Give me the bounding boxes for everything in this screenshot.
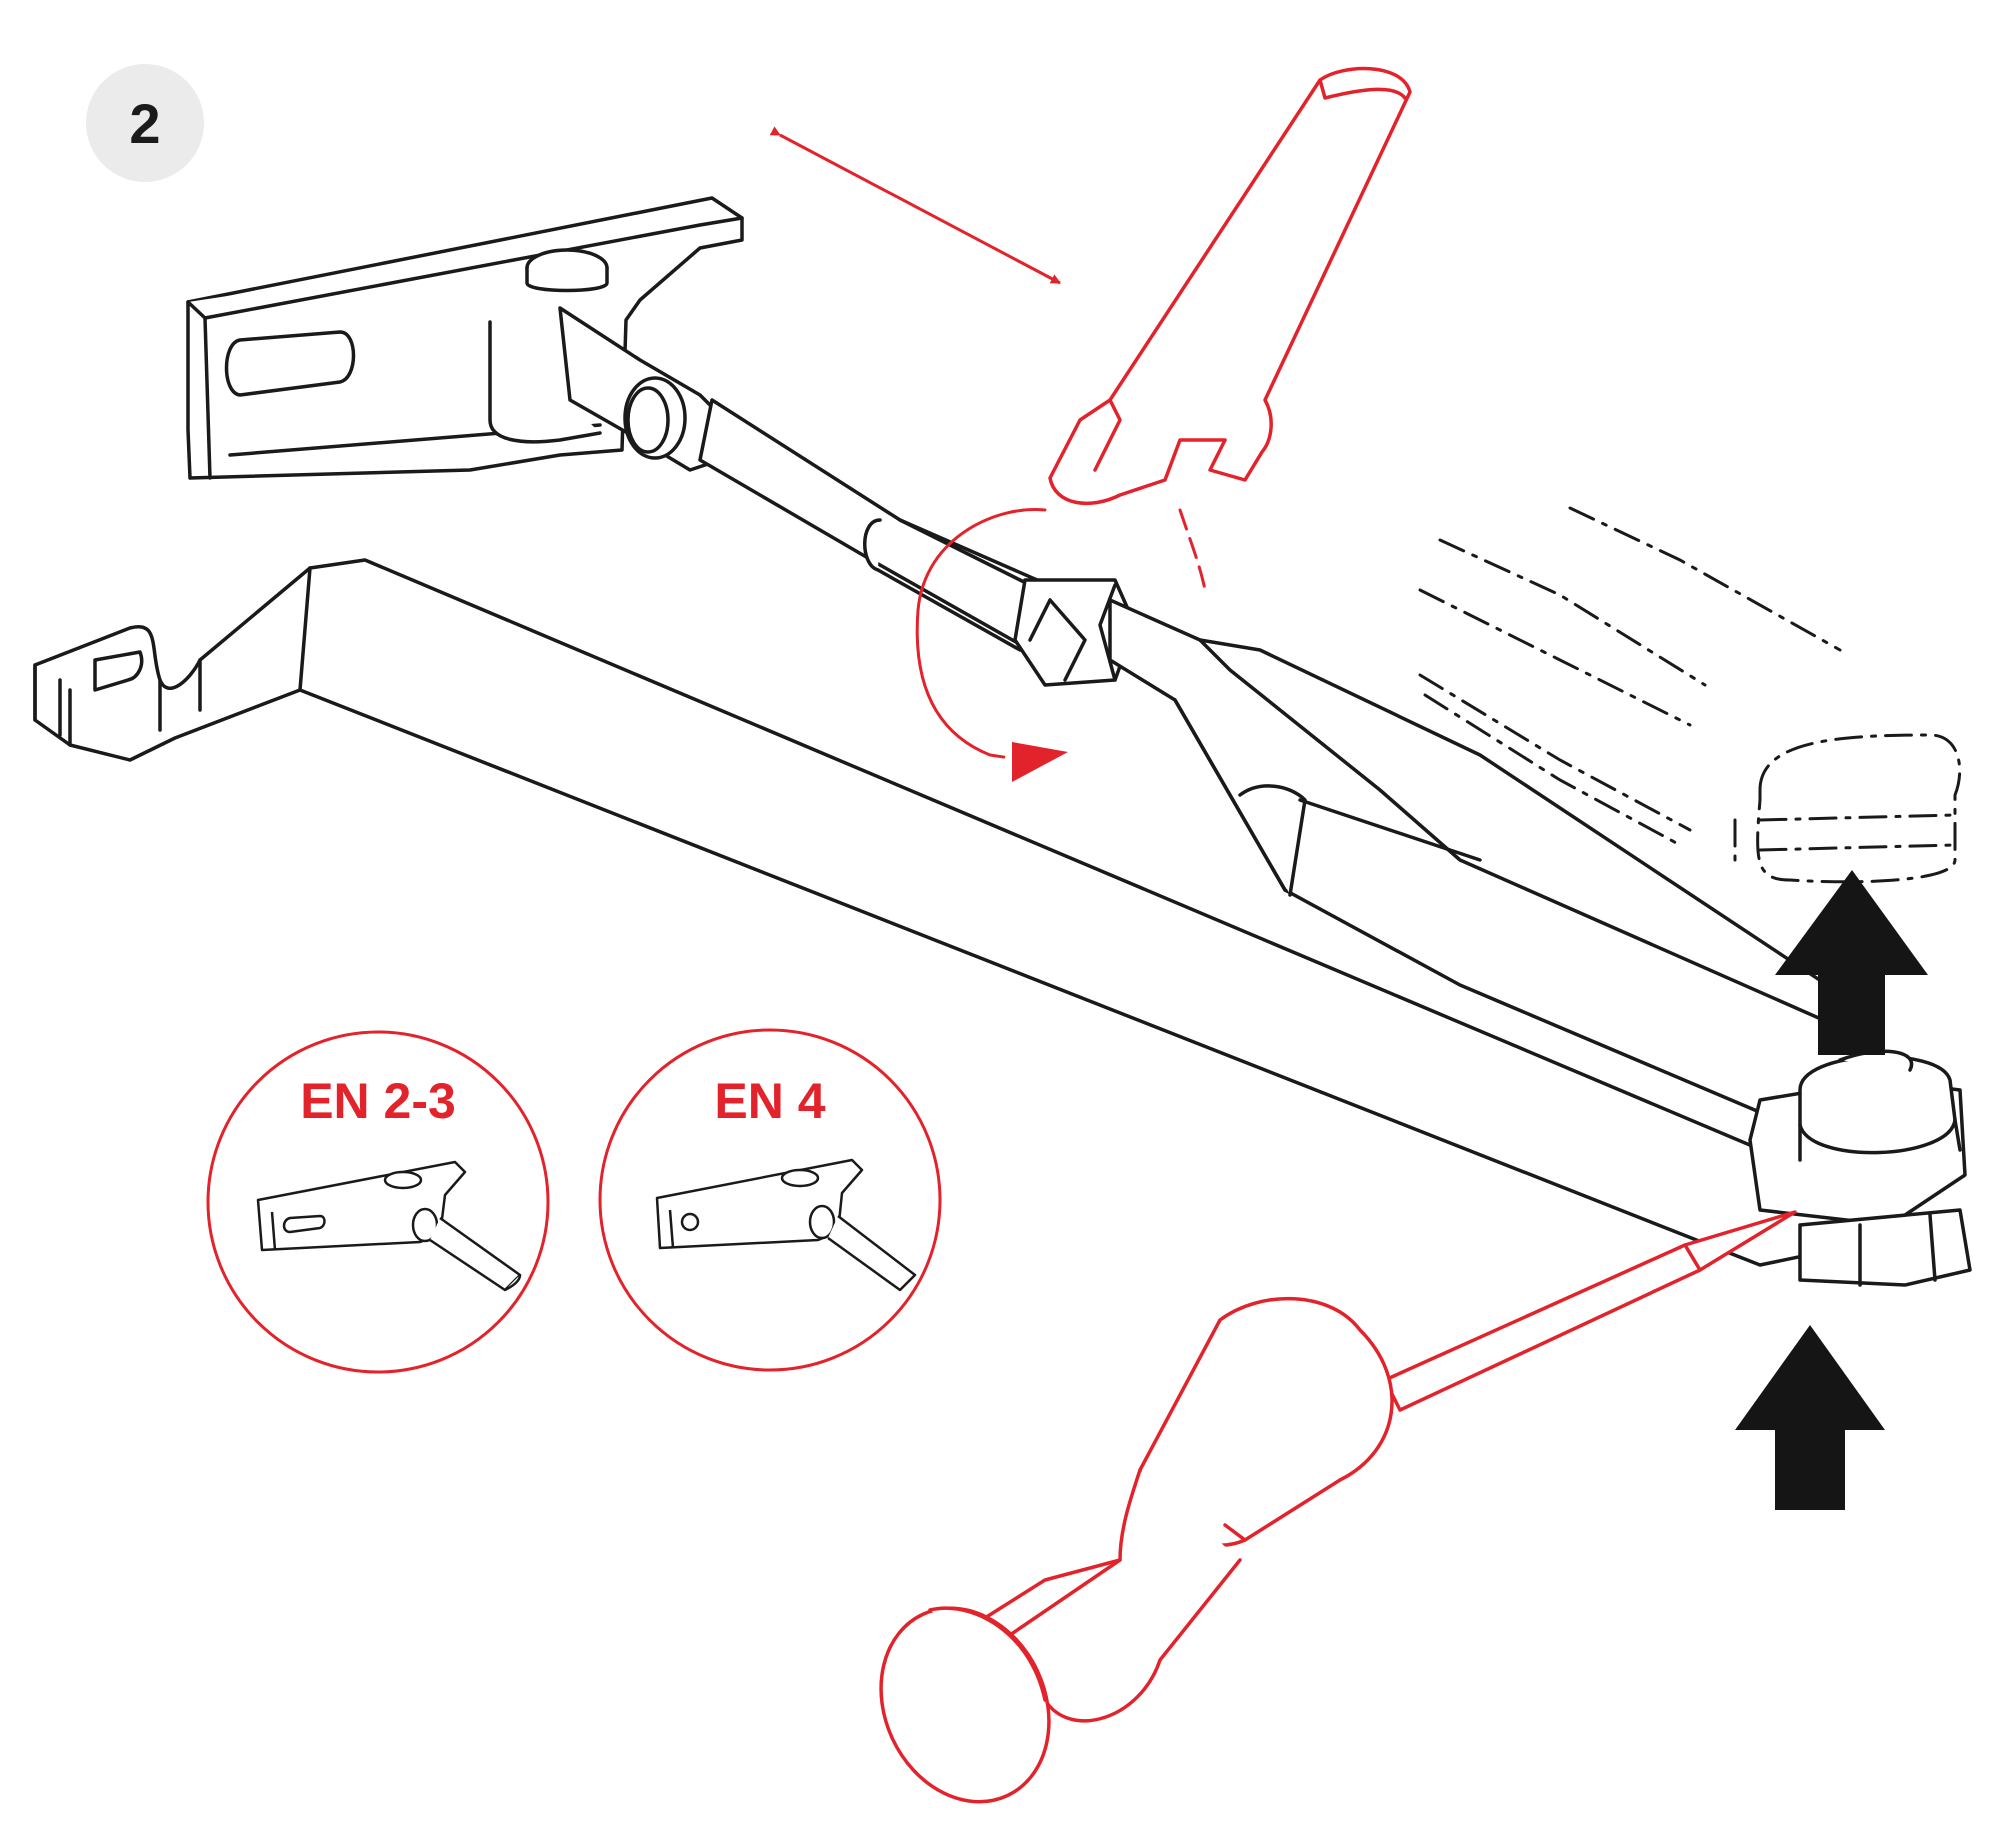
step-badge: 2 [86, 64, 204, 182]
rotation-arrow-icon [915, 507, 1207, 760]
pivot-hub [1748, 1049, 1972, 1287]
upper-arm [1108, 598, 1882, 1127]
double-arrow-icon [769, 126, 1061, 285]
inset-en-4: EN 4 [598, 1028, 942, 1372]
step-number: 2 [129, 91, 161, 155]
inset-en-2-3: EN 2-3 [206, 1030, 550, 1374]
up-arrow-icon [1735, 1325, 1885, 1510]
inset-label-en-2-3: EN 2-3 [300, 1073, 456, 1129]
closer-body [33, 558, 1882, 1267]
up-arrow-icon [1775, 870, 1928, 1055]
mounting-bracket [186, 196, 744, 480]
wrench-icon [1048, 66, 1412, 506]
ghost-arm-dashed [1418, 506, 1962, 884]
connecting-rod [698, 398, 1137, 687]
screwdriver-icon [879, 1210, 1797, 1804]
rotation-arrow-head [1012, 742, 1068, 782]
inset-label-en-4: EN 4 [714, 1073, 825, 1129]
